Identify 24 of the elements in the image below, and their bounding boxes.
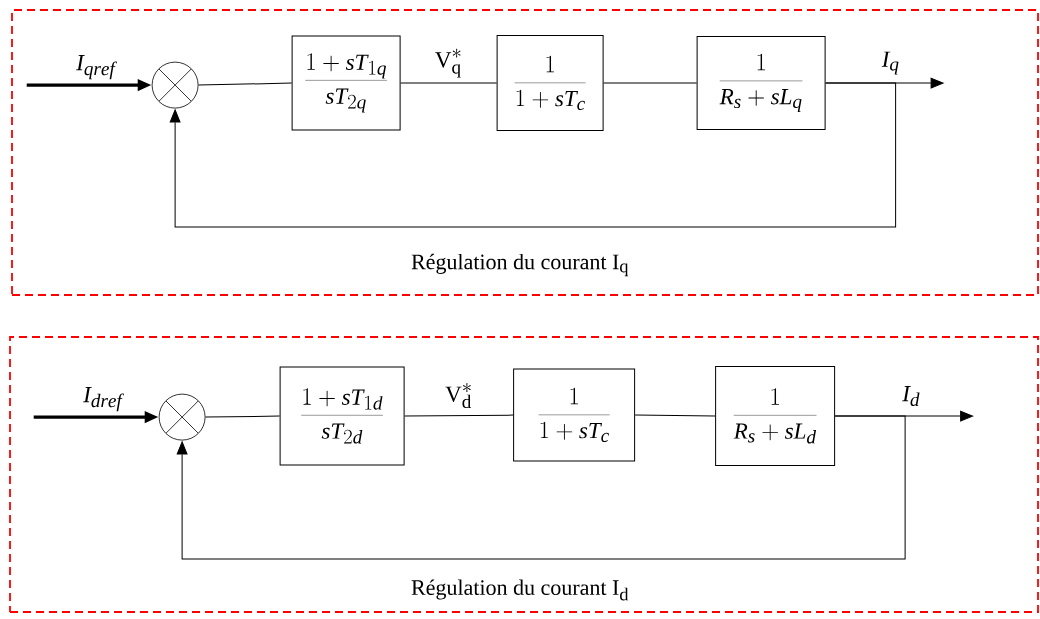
summing-junction bbox=[158, 393, 206, 441]
connector bbox=[634, 414, 716, 417]
connector bbox=[400, 82, 498, 84]
panel-caption: Régulation du courant I$_{d}$ bbox=[411, 579, 629, 601]
transfer-function-block: $\frac{1+sT_{1d}}{sT_{2d}}$ bbox=[279, 366, 405, 466]
edge-label: $\mathrm{V}_{\mathrm{q}}^{*}$ bbox=[433, 47, 464, 79]
edge-label: $\mathrm{V}_{\mathrm{d}}^{*}$ bbox=[444, 382, 474, 410]
edge-label: $I_{qref}$ bbox=[75, 54, 117, 81]
panel-caption: Régulation du courant I$_{q}$ bbox=[411, 253, 629, 277]
connector bbox=[404, 414, 514, 417]
connector bbox=[205, 415, 281, 418]
transfer-function-block: $\frac{1}{1+sT_{c}}$ bbox=[496, 35, 604, 132]
transfer-function-block: $\frac{1+sT_{1q}}{sT_{2q}}$ bbox=[291, 35, 401, 131]
edge-label: $I_{d}$ bbox=[901, 385, 921, 408]
transfer-function-block: $\frac{1}{R_{s}+sL_{d}}$ bbox=[715, 366, 836, 467]
transfer-function-block: $\frac{1}{1+sT_{c}}$ bbox=[513, 368, 636, 462]
transfer-function-block: $\frac{1}{R_{s}+sL_{q}}$ bbox=[696, 36, 826, 131]
connector bbox=[176, 415, 906, 560]
connector bbox=[169, 82, 897, 228]
summing-junction bbox=[151, 61, 199, 109]
connector bbox=[603, 82, 698, 84]
connector bbox=[198, 82, 293, 86]
edge-label: $I_{q}$ bbox=[880, 50, 901, 76]
edge-label: $I_{dref}$ bbox=[82, 386, 124, 413]
